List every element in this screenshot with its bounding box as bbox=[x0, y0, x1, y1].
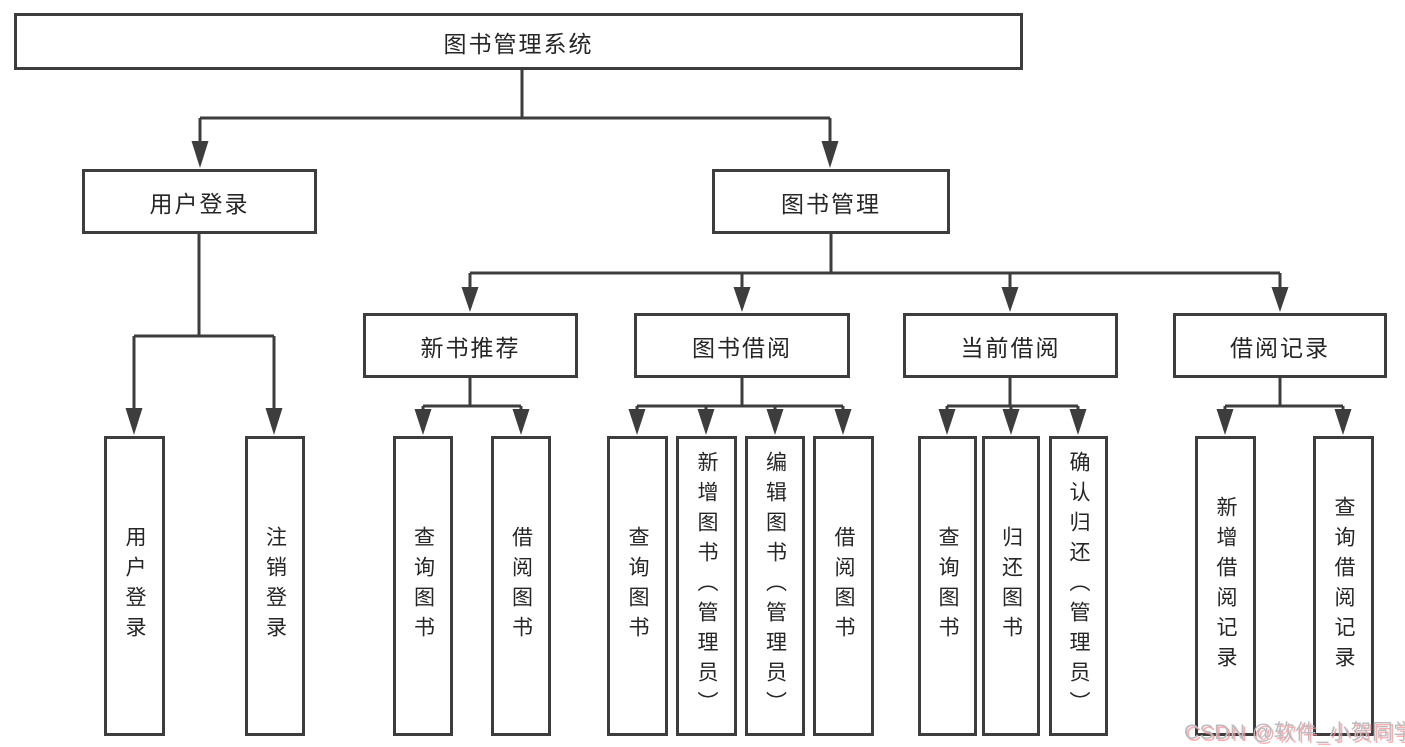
leaf-query-borrow-record: 查询借阅记录 bbox=[1313, 436, 1374, 736]
leaf-confirm-return-admin: 确认归还（管理员） bbox=[1049, 436, 1108, 736]
leaf-add-borrow-record: 新增借阅记录 bbox=[1195, 436, 1256, 736]
leaf-query-book-borrow: 查询图书 bbox=[607, 436, 668, 736]
leaf-query-book-current: 查询图书 bbox=[918, 436, 977, 736]
leaf-borrow-book: 借阅图书 bbox=[813, 436, 874, 736]
leaf-query-book-recommend: 查询图书 bbox=[393, 436, 453, 736]
leaf-add-book-admin: 新增图书（管理员） bbox=[676, 436, 737, 736]
node-borrow-record: 借阅记录 bbox=[1173, 313, 1387, 378]
node-root-library-system: 图书管理系统 bbox=[14, 13, 1023, 70]
leaf-return-book: 归还图书 bbox=[982, 436, 1040, 736]
leaf-logout-login: 注销登录 bbox=[245, 436, 305, 736]
node-user-login: 用户登录 bbox=[82, 169, 317, 234]
leaf-user-login: 用户登录 bbox=[104, 436, 165, 736]
csdn-watermark: CSDN @软件_小贺同学 bbox=[1184, 721, 1405, 744]
leaf-edit-book-admin: 编辑图书（管理员） bbox=[745, 436, 805, 736]
node-book-management: 图书管理 bbox=[712, 169, 950, 234]
node-book-borrow: 图书借阅 bbox=[634, 313, 850, 378]
node-new-book-recommend: 新书推荐 bbox=[363, 313, 578, 378]
node-current-borrow: 当前借阅 bbox=[903, 313, 1118, 378]
leaf-borrow-book-recommend: 借阅图书 bbox=[491, 436, 551, 736]
